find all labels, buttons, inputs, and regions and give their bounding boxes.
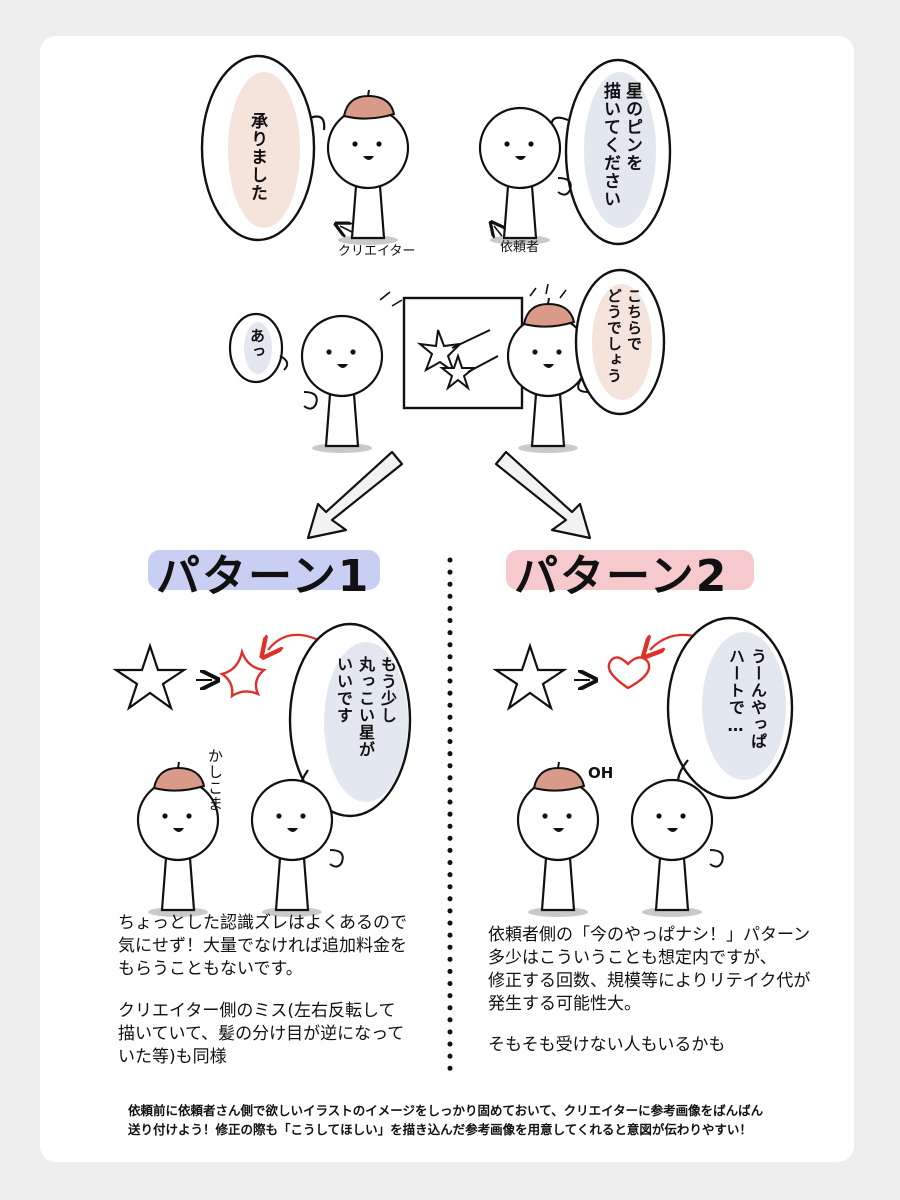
pattern-2-reaction: OH — [588, 764, 614, 782]
creator-pointer-arrow — [340, 226, 353, 232]
pattern-1-title: パターン1 — [156, 551, 371, 602]
client-figure-2 — [300, 314, 384, 455]
pattern-1-description-1: ちょっとした認識ズレはよくあるので 気にせず！大量でなければ追加料金を もらうこ… — [118, 913, 407, 979]
pattern-1-description-2: クリエイター側のミス(左右反転して 描いていて、髪の分け目が逆になって いた等)… — [118, 1001, 405, 1067]
creator-figure — [326, 89, 410, 247]
original-star-icon — [112, 642, 188, 711]
pattern-1-reaction: かしこま — [206, 748, 224, 812]
client-figure — [478, 106, 572, 247]
pattern-2-client — [630, 778, 724, 919]
pattern-2-description-1: 依頼者側の「今のやっぱナシ！」パターン 多少はこういうことも想定内ですが、 修正… — [488, 925, 811, 1014]
artwork-board — [402, 296, 524, 410]
drawn-star-1 — [416, 329, 463, 375]
creator-speech-bubble — [200, 54, 326, 242]
rounded-star-icon — [219, 647, 267, 699]
pattern-1-speech-text: もう少し 丸っこい星が いいです — [334, 656, 397, 758]
pattern-2-creator — [516, 761, 600, 919]
pattern-2-title: パターン2 — [514, 551, 729, 602]
client-reaction-bubble — [228, 312, 289, 384]
creator-proposal-text: こちらで どうでしょう — [605, 288, 643, 384]
pattern-1-highlight — [148, 550, 380, 590]
page-card — [40, 36, 854, 1162]
creator-speech-text: 承りました — [247, 112, 267, 202]
footer-note: 依頼前に依頼者さん側で欲しいイラストのイメージをしっかり固めておいて、クリエイタ… — [128, 1103, 764, 1137]
client-speech-bubble — [550, 58, 672, 246]
drawn-star-2 — [439, 352, 477, 391]
arrow-to-pattern-1 — [306, 450, 404, 540]
pattern-2-speech-bubble — [666, 616, 794, 800]
original-star-icon-2 — [492, 642, 568, 711]
arrow-to-pattern-2 — [494, 450, 592, 540]
client-pointer-arrow — [494, 226, 502, 236]
client-reaction-text: あっ — [248, 328, 266, 360]
heart-icon — [607, 656, 651, 690]
pattern-1-speech-bubble — [288, 622, 412, 818]
pattern-2-description-2: そもそも受けない人もいるかも — [488, 1035, 726, 1055]
creator-label: クリエイター — [338, 244, 416, 259]
pattern-2-speech-text: うーんやっぱ ハートで… — [726, 648, 767, 750]
creator-proposal-bubble — [574, 268, 666, 416]
client-speech-text: 星のピンを 描いてください — [600, 82, 642, 208]
pattern-2-highlight — [506, 550, 754, 590]
client-label: 依頼者 — [500, 240, 540, 255]
